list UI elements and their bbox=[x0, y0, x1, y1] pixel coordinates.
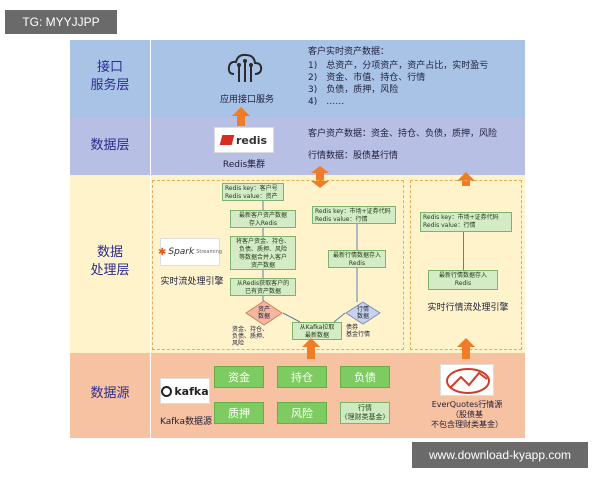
kafka-node-icon bbox=[161, 385, 173, 397]
data-layer-label: 数据层 bbox=[90, 138, 130, 153]
source-cell-positions: 持仓 bbox=[277, 366, 327, 388]
arrow-up-source-center bbox=[302, 338, 320, 347]
arrow-stem-right-engine bbox=[462, 180, 470, 186]
spark-engine-label: 实时流处理引擎 bbox=[160, 277, 224, 287]
arrow-stem-api bbox=[237, 116, 245, 126]
source-layer-label: 数据源 bbox=[90, 386, 130, 401]
flow-foot-bond-fund: 债券 基金行情 bbox=[346, 324, 371, 338]
api-layer bbox=[70, 40, 525, 118]
cloud-icon bbox=[226, 50, 264, 86]
everquotes-source-label: EverQuotes行情源 （股债基 不包含理财类基金） bbox=[431, 400, 503, 429]
api-item-3: 3) 负债，质押，风险 bbox=[308, 85, 399, 95]
arrow-stem-source-center bbox=[307, 347, 315, 359]
api-item-4: 4) …… bbox=[308, 97, 345, 107]
flow-box-redis-market: Redis key：市场+证券代码 Redis value：行情 bbox=[312, 206, 396, 224]
api-layer-label: 接口 服务层 bbox=[90, 60, 130, 93]
source-cell-liabilities: 负债 bbox=[340, 366, 390, 388]
spark-logo-text: Spark bbox=[168, 247, 195, 257]
label-column-divider bbox=[150, 40, 151, 438]
api-item-2: 2) 资金、市值、持仓、行情 bbox=[308, 73, 426, 83]
diamond-asset-text: 资产 数据 bbox=[257, 306, 270, 320]
flow-box-fetch-existing: 从Redis获取客户的 已有资产数据 bbox=[230, 278, 296, 296]
api-title: 客户实时资产数据： bbox=[308, 47, 390, 57]
flow-box-store-customer: 最新客户资产数据 存入Redis bbox=[230, 210, 296, 228]
diamond-market-text: 行情 数据 bbox=[356, 306, 369, 320]
kafka-logo: kafka bbox=[160, 378, 210, 404]
flow-foot-asset-types: 资金、持仓、 负债、质押、 风险 bbox=[232, 326, 269, 347]
arrow-up-source-right bbox=[457, 338, 475, 347]
source-cell-funds: 资金 bbox=[214, 366, 264, 388]
flow-box-store-market: 最新行情数据存入 Redis bbox=[328, 250, 386, 268]
redis-logo: redis bbox=[214, 127, 274, 153]
flow-box-redis-customer: Redis key：客户号 Redis value：资产数据 bbox=[222, 183, 284, 201]
source-cell-pledge: 质押 bbox=[214, 402, 264, 424]
right-box-redis-market: Redis key：市场+证券代码 Redis value：行情 bbox=[420, 212, 512, 232]
processing-layer-label: 数据 处理层 bbox=[90, 245, 130, 278]
arrow-stem-source-right bbox=[462, 347, 470, 359]
right-connector bbox=[463, 232, 464, 270]
flow-box-merge: 将客户资金、持仓、 负债、质押、风险 等数据合并入客户 资产数据 bbox=[230, 236, 296, 270]
market-engine-label: 实时行情流处理引擎 bbox=[427, 303, 509, 313]
api-item-1: 1) 总资产，分项资产，资产占比，实时盈亏 bbox=[308, 61, 489, 71]
api-service-label: 应用接口服务 bbox=[219, 95, 274, 105]
kafka-logo-text: kafka bbox=[174, 384, 209, 398]
right-box-store-market: 最新行情数据存入 Redis bbox=[428, 270, 498, 290]
spark-logo: ✱ Spark Streaming bbox=[157, 238, 223, 266]
source-cell-fund-quotes: 行情 (理财类基金) bbox=[340, 402, 390, 424]
everquotes-chart-icon bbox=[446, 368, 490, 394]
data-layer bbox=[70, 118, 525, 175]
spark-logo-sub: Streaming bbox=[196, 249, 223, 255]
spark-star-icon: ✱ bbox=[157, 246, 167, 258]
diamond-asset-data bbox=[245, 300, 283, 326]
market-engine-panel bbox=[410, 180, 522, 350]
spark-panel bbox=[152, 180, 404, 350]
double-arrow-center bbox=[310, 166, 330, 188]
arrow-up-api bbox=[232, 107, 250, 116]
data-layer-line-1: 客户资产数据：资金、持仓、负债，质押，风险 bbox=[308, 129, 498, 139]
redis-logo-text: redis bbox=[235, 133, 268, 147]
kafka-source-label: Kafka数据源 bbox=[160, 417, 212, 427]
diamond-market-data bbox=[345, 301, 381, 325]
source-cell-risk: 风险 bbox=[277, 402, 327, 424]
redis-cluster-label: Redis集群 bbox=[222, 160, 266, 170]
data-layer-line-2: 行情数据：股债基行情 bbox=[308, 151, 399, 161]
arrow-up-right-engine bbox=[457, 172, 475, 181]
everquotes-logo bbox=[440, 364, 494, 396]
watermark-top-left: TG: MYYJJPP bbox=[5, 10, 117, 34]
watermark-bottom-right: www.download-kyapp.com bbox=[412, 442, 588, 468]
